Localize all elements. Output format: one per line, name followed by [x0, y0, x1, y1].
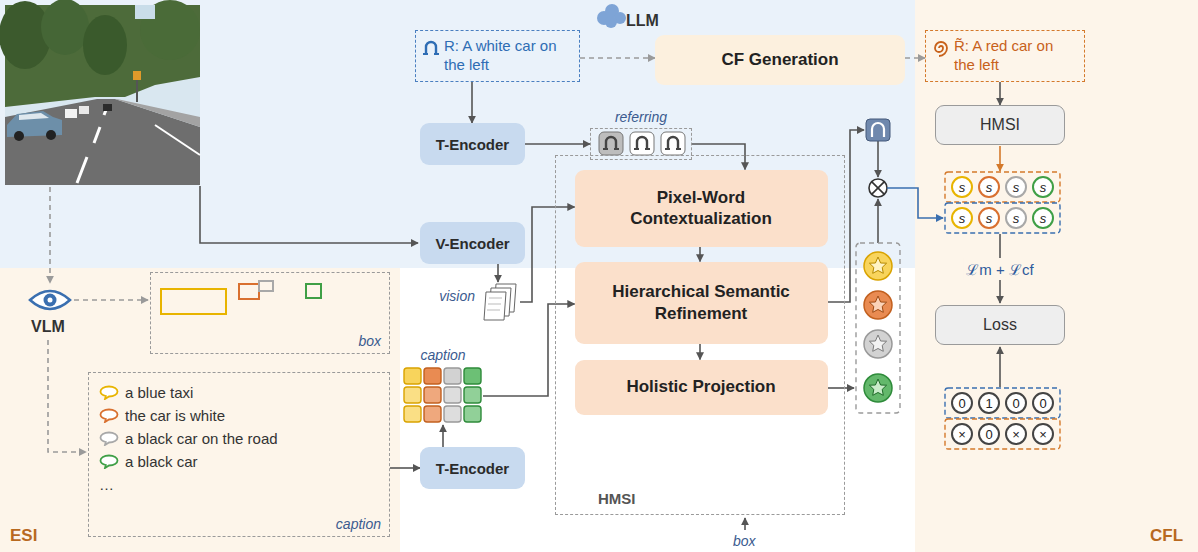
box-region: box — [150, 272, 390, 354]
node-heading: HMSI — [598, 490, 636, 507]
score-token: s — [1032, 176, 1054, 198]
score-token: s — [1005, 207, 1027, 229]
score-token: s — [951, 207, 973, 229]
caption-text: the car is white — [125, 407, 225, 424]
speech-bubble-icon — [99, 385, 119, 400]
counterfactual-expression-box: R̃: A red car on the left — [925, 30, 1085, 82]
vision-feature-stack — [480, 282, 520, 324]
caption-item: a black car — [99, 450, 278, 473]
encoder-box: T-Encoder — [420, 123, 525, 165]
score-token: s — [978, 176, 1000, 198]
dashed-connector — [580, 57, 655, 59]
target-token: 1 — [978, 392, 1000, 414]
connector — [699, 344, 701, 360]
target-token: 0 — [978, 423, 1000, 445]
part-name: ESI — [10, 526, 37, 546]
node-text: HMSI — [980, 116, 1020, 134]
node-heading: vision — [439, 288, 475, 304]
node-text: Hierarchical Semantic Refinement — [585, 281, 818, 324]
module-block: Holistic Projection — [575, 360, 828, 415]
node-text: Loss — [983, 316, 1017, 334]
referring-expression-box: R: A white car on the left — [415, 30, 580, 82]
caption-region: caption a blue taxi the car is white a blac… — [88, 372, 390, 537]
vlm-eye-icon — [30, 291, 70, 309]
caption-feature: caption — [403, 367, 483, 425]
score-token: s — [951, 176, 973, 198]
caption-item: a blue taxi — [99, 381, 278, 404]
caption-text: a black car on the road — [125, 430, 278, 447]
module-block: Hierarchical Semantic Refinement — [575, 262, 828, 344]
node-text: R: A white car on the left — [444, 37, 573, 75]
image-to-encoder-line — [200, 186, 418, 243]
process-box: CF Generation — [655, 35, 905, 85]
node-text: V-Encoder — [435, 235, 509, 252]
node-text: CF Generation — [721, 50, 838, 70]
loss-box: Loss — [935, 305, 1065, 345]
score-token: s — [1005, 176, 1027, 198]
target-token: 0 — [951, 392, 973, 414]
encoder-box: T-Encoder — [420, 447, 525, 489]
speech-bubble-icon — [99, 454, 119, 469]
module-block: Pixel-Word Contextualization — [575, 170, 828, 247]
node-heading: referring — [581, 109, 701, 125]
connector — [442, 425, 444, 447]
caption-item: a black car on the road — [99, 427, 278, 450]
node-text: R̃: A red car on the left — [954, 37, 1078, 75]
street-photo — [0, 0, 200, 185]
target-token: × — [951, 423, 973, 445]
connector — [520, 207, 575, 302]
box-input-line — [745, 518, 746, 530]
module-box: HMSI — [935, 105, 1065, 145]
node-heading: caption — [393, 347, 493, 363]
node-heading: box — [358, 333, 381, 349]
node-text: Holistic Projection — [626, 376, 775, 397]
part-name: CFL — [1150, 526, 1183, 546]
object-star-tokens — [856, 243, 900, 413]
caption-item: the car is white — [99, 404, 278, 427]
score-token: s — [978, 207, 1000, 229]
dashed-connector — [905, 57, 925, 59]
node-text: T-Encoder — [436, 460, 509, 477]
counterfactual-icon — [931, 38, 951, 58]
connector — [699, 247, 701, 262]
speech-bubble-icon — [99, 408, 119, 423]
target-token: 0 — [1032, 392, 1054, 414]
detected-boxes — [151, 273, 381, 333]
target-token: 0 — [1005, 392, 1027, 414]
node-text: T-Encoder — [436, 136, 509, 153]
referring-tokens — [591, 129, 693, 158]
target-token: × — [1005, 423, 1027, 445]
vision-feature: vision — [480, 282, 520, 324]
module-frame: HMSI Pixel-Word ContextualizationHierarch… — [555, 155, 845, 515]
connector — [497, 264, 499, 282]
llm-brain-icon — [597, 4, 626, 28]
caption-item: … — [99, 473, 278, 496]
speech-bubble-icon — [99, 431, 119, 446]
connector — [471, 82, 473, 123]
model-label: LLM — [626, 12, 659, 30]
loss-formula: ℒm + ℒcf — [963, 258, 1036, 280]
caption-text: a black car — [125, 453, 198, 470]
model-label: VLM — [31, 318, 65, 336]
fused-referring-icon — [866, 119, 890, 141]
encoder-box: V-Encoder — [420, 222, 525, 264]
caption-text: … — [99, 476, 114, 493]
score-token: s — [1032, 207, 1054, 229]
connector — [390, 467, 420, 469]
referring-icon — [421, 38, 441, 58]
connector — [525, 143, 590, 145]
target-token: × — [1032, 423, 1054, 445]
product-symbol — [869, 179, 887, 197]
input-label: box — [733, 533, 756, 549]
caption-text: a blue taxi — [125, 384, 193, 401]
region-title: caption — [336, 516, 381, 532]
connector — [999, 82, 1001, 105]
caption-feature-grid — [403, 367, 483, 425]
node-text: Pixel-Word Contextualization — [585, 187, 818, 230]
caption-list: a blue taxi the car is white a black car o… — [99, 381, 278, 496]
connector — [692, 144, 745, 170]
